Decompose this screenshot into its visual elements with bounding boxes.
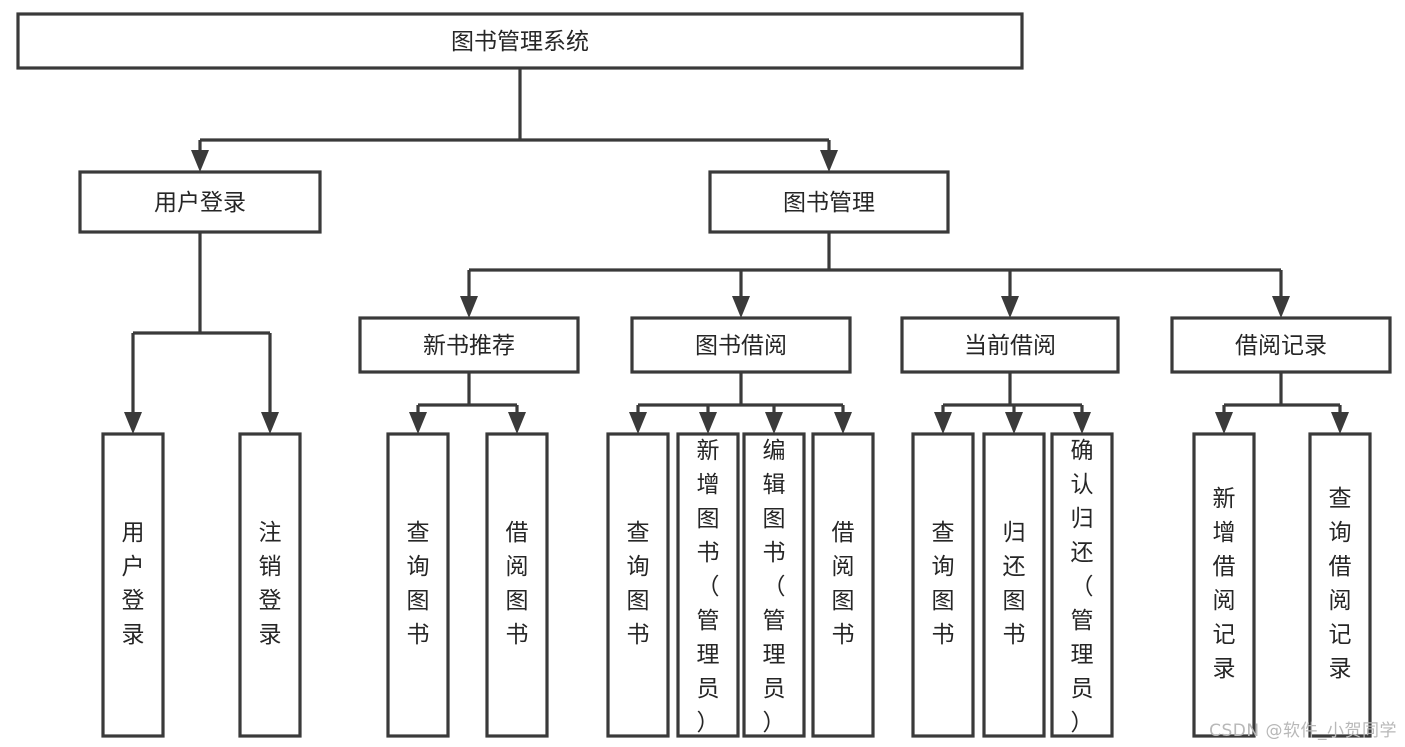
node-current-borrow[interactable]: 当前借阅 [900, 316, 1120, 374]
arrow-head-icon [1073, 412, 1091, 434]
node-label: 确认归还（管理员） [1071, 438, 1094, 736]
node-label: 图书管理 [783, 190, 875, 216]
arrow-head-icon [508, 412, 526, 434]
node-box [16, 12, 1024, 70]
node-borrow-record[interactable]: 借阅记录 [1170, 316, 1392, 374]
node-box [78, 170, 322, 234]
node-leaf-borrow-book-1[interactable]: 借阅图书 [485, 432, 549, 738]
arrow-head-icon [834, 412, 852, 434]
node-label: 归还图书 [1003, 520, 1026, 648]
node-box [238, 432, 302, 738]
node-leaf-edit-book[interactable]: 编辑图书（管理员） [742, 432, 806, 738]
node-leaf-query-book-1[interactable]: 查询图书 [386, 432, 450, 738]
node-label: 借阅图书 [506, 520, 529, 648]
arrow-head-icon [409, 412, 427, 434]
node-box [606, 432, 670, 738]
node-label: 新增借阅记录 [1213, 486, 1236, 682]
arrow-head-icon [820, 150, 838, 172]
node-label: 新书推荐 [423, 333, 515, 359]
arrow-head-icon [460, 296, 478, 318]
node-leaf-query-book-3[interactable]: 查询图书 [911, 432, 975, 738]
node-book-borrow[interactable]: 图书借阅 [630, 316, 852, 374]
node-box [485, 432, 549, 738]
node-box [101, 432, 165, 738]
arrow-head-icon [934, 412, 952, 434]
node-box [1050, 432, 1114, 738]
arrow-head-icon [1331, 412, 1349, 434]
node-new-book-rec[interactable]: 新书推荐 [358, 316, 580, 374]
node-label: 用户登录 [122, 520, 145, 648]
node-leaf-borrow-book-2[interactable]: 借阅图书 [811, 432, 875, 738]
node-leaf-return-book[interactable]: 归还图书 [982, 432, 1046, 738]
arrow-head-icon [699, 412, 717, 434]
node-leaf-add-book[interactable]: 新增图书（管理员） [676, 432, 740, 738]
node-label: 当前借阅 [964, 333, 1056, 359]
node-leaf-user-login[interactable]: 用户登录 [101, 432, 165, 738]
node-box [900, 316, 1120, 374]
nodes-layer: 图书管理系统用户登录图书管理新书推荐图书借阅当前借阅借阅记录用户登录注销登录查询… [16, 12, 1392, 738]
arrow-head-icon [1215, 412, 1233, 434]
node-label: 查询图书 [627, 520, 650, 648]
node-label: 借阅图书 [832, 520, 855, 648]
arrow-head-icon [765, 412, 783, 434]
arrow-head-icon [124, 412, 142, 434]
node-leaf-add-record[interactable]: 新增借阅记录 [1192, 432, 1256, 738]
node-label: 编辑图书（管理员） [763, 438, 786, 736]
node-box [358, 316, 580, 374]
node-box [1170, 316, 1392, 374]
node-label: 查询图书 [407, 520, 430, 648]
node-book-manage[interactable]: 图书管理 [708, 170, 950, 234]
node-box [811, 432, 875, 738]
node-box [630, 316, 852, 374]
arrow-head-icon [1272, 296, 1290, 318]
node-label: 查询图书 [932, 520, 955, 648]
edges-layer [124, 68, 1349, 434]
node-box [676, 432, 740, 738]
node-box [1308, 432, 1372, 738]
node-box [1192, 432, 1256, 738]
node-leaf-logout[interactable]: 注销登录 [238, 432, 302, 738]
node-box [708, 170, 950, 234]
node-label: 借阅记录 [1235, 333, 1327, 359]
node-box [982, 432, 1046, 738]
node-box [742, 432, 806, 738]
node-label: 图书管理系统 [451, 29, 589, 55]
arrow-head-icon [732, 296, 750, 318]
node-label: 新增图书（管理员） [697, 438, 720, 736]
node-leaf-query-record[interactable]: 查询借阅记录 [1308, 432, 1372, 738]
arrow-head-icon [1005, 412, 1023, 434]
node-label: 图书借阅 [695, 333, 787, 359]
arrow-head-icon [261, 412, 279, 434]
arrow-head-icon [629, 412, 647, 434]
node-leaf-query-book-2[interactable]: 查询图书 [606, 432, 670, 738]
node-label: 用户登录 [154, 190, 246, 216]
node-label: 注销登录 [259, 520, 282, 648]
arrow-head-icon [1001, 296, 1019, 318]
node-user-login[interactable]: 用户登录 [78, 170, 322, 234]
node-box [911, 432, 975, 738]
node-leaf-confirm-return[interactable]: 确认归还（管理员） [1050, 432, 1114, 738]
node-root[interactable]: 图书管理系统 [16, 12, 1024, 70]
node-box [386, 432, 450, 738]
node-label: 查询借阅记录 [1329, 486, 1352, 682]
arrow-head-icon [191, 150, 209, 172]
